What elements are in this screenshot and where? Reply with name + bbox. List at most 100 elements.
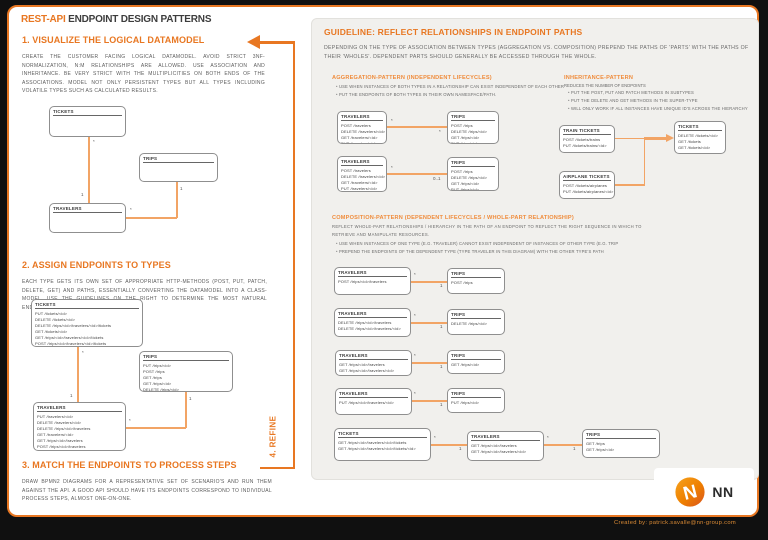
class-box-title: TRAVELERS xyxy=(338,270,407,277)
credit-link[interactable]: Created by: patrick.savalle@nn-group.com xyxy=(614,520,736,526)
multiplicity-label: * xyxy=(434,435,436,440)
class-box-title: TRAVELERS xyxy=(339,391,408,398)
class-box-endpoints: POST /trips xyxy=(451,279,473,285)
multiplicity-label: * xyxy=(414,313,416,318)
class-box-title: TRAVELERS xyxy=(341,159,383,166)
multiplicity-label: * xyxy=(414,353,416,358)
class-box-endpoints: PUT /tickets/<id>DELETE /tickets/<id>DEL… xyxy=(35,310,112,346)
assoc-line xyxy=(412,362,447,364)
step1-heading: 1. VISUALIZE THE LOGICAL DATAMODEL xyxy=(22,35,205,45)
class-box-endpoints: DELETE /trips/<id> xyxy=(451,320,488,326)
class-box-title: TICKETS xyxy=(53,109,122,116)
class-box-endpoints: GET /trips/<id> xyxy=(451,361,480,367)
multiplicity-label: 1 xyxy=(70,393,73,398)
multiplicity-label: * xyxy=(414,272,416,277)
composition-bullets: USE WHEN INSTANCES OF ONE TYPE (E.G. TRA… xyxy=(336,240,618,256)
multiplicity-label: 1 xyxy=(189,396,192,401)
page-title-rest: ENDPOINT DESIGN PATTERNS xyxy=(65,14,212,25)
assoc-line xyxy=(544,444,582,446)
multiplicity-label: 0..1 xyxy=(433,176,441,181)
assoc-line-tickets-travelers xyxy=(88,137,90,203)
class-box-title: TICKETS xyxy=(338,431,427,438)
class-box-travelers: TRAVELERS PUT /trips/<id>/travelers/<id> xyxy=(335,388,412,415)
assoc-line-trips-travelers-v xyxy=(185,392,187,428)
multiplicity-label: * xyxy=(391,165,393,170)
class-box-airplane-tickets: AIRPLANE TICKETS POST /tickets/airplanes… xyxy=(559,171,615,199)
inheritance-line-train xyxy=(615,137,645,139)
assoc-line-tickets-travelers xyxy=(77,347,79,402)
class-box-title: AIRPLANE TICKETS xyxy=(563,174,611,181)
assoc-line xyxy=(387,126,447,128)
multiplicity-label: 1 xyxy=(81,192,84,197)
multiplicity-label: 1 xyxy=(180,186,183,191)
aggregation-bullets: USE WHEN INSTANCES OF BOTH TYPES IN A RE… xyxy=(336,83,564,99)
class-box-endpoints: PUT /trips/<id> xyxy=(451,399,480,405)
guideline-panel: GUIDELINE: REFLECT RELATIONSHIPS IN ENDP… xyxy=(311,18,759,480)
inheritance-heading: INHERITANCE-PATTERN xyxy=(564,75,634,81)
step4-refine-label: 4. REFINE xyxy=(268,415,278,458)
inheritance-arrow-icon xyxy=(666,133,674,142)
multiplicity-label: * xyxy=(82,350,84,355)
class-box-trips: TRIPS DELETE /trips/<id> xyxy=(447,309,505,335)
assoc-line-trips-travelers-v xyxy=(176,182,178,218)
class-box-tickets-endpoints: TICKETS PUT /tickets/<id>DELETE /tickets… xyxy=(31,299,143,347)
inheritance-line-vertical xyxy=(643,137,645,186)
page-title-accent: REST-API xyxy=(21,14,66,25)
inheritance-subtitle: REDUCES THE NUMBER OF ENDPOINTS xyxy=(564,83,646,88)
step3-heading: 3. MATCH THE ENDPOINTS TO PROCESS STEPS xyxy=(22,460,237,470)
class-box-endpoints: POST /trips/<id>/travelers xyxy=(338,278,387,284)
multiplicity-label: 1 xyxy=(573,446,576,451)
assoc-line xyxy=(431,444,467,446)
class-box-title: TRIPS xyxy=(451,160,495,167)
class-box-title: TRIPS xyxy=(451,353,501,360)
class-box-title: TRIPS xyxy=(451,271,501,278)
class-box-trips: TRIPS GET /trips/<id> xyxy=(447,350,505,374)
class-box-travelers: TRAVELERS POST /trips/<id>/travelers xyxy=(334,267,411,295)
class-box-title: TRAVELERS xyxy=(338,311,407,318)
class-box-title: TRAIN TICKETS xyxy=(563,128,611,135)
class-box-title: TRAVELERS xyxy=(471,434,540,441)
class-box-travelers-endpoints: TRAVELERS PUT /travelers/<id>DELETE /tra… xyxy=(33,402,126,451)
class-box-travelers: TRAVELERS xyxy=(49,203,126,233)
inheritance-bullets: PUT THE POST, PUT AND PATCH METHODS IN S… xyxy=(568,89,748,112)
composition-intro: REFLECT WHOLE-PART RELATIONSHIPS / HIERA… xyxy=(332,224,642,237)
class-box-title: TICKETS xyxy=(678,124,722,131)
multiplicity-label: * xyxy=(130,207,132,212)
guideline-intro: DEPENDING ON THE TYPE OF ASSOCIATION BET… xyxy=(324,45,749,60)
flow-line-right xyxy=(292,41,295,469)
guideline-heading: GUIDELINE: REFLECT RELATIONSHIPS IN ENDP… xyxy=(324,27,583,37)
class-box-title: TRAVELERS xyxy=(37,405,122,412)
assoc-line xyxy=(387,173,447,175)
svg-text:N: N xyxy=(681,480,699,504)
step3-body: DRAW BPMN2 DIAGRAMS FOR A REPRESENTATIVE… xyxy=(22,479,272,503)
poster-sheet: REST-API ENDPOINT DESIGN PATTERNS 1. VIS… xyxy=(7,5,759,517)
class-box-endpoints: PUT /trips/<id>/travelers/<id> xyxy=(339,399,394,405)
class-box-tickets-supertype: TICKETS DELETE /tickets/<id>GET /tickets… xyxy=(674,121,726,154)
assoc-line xyxy=(412,400,447,402)
class-box-endpoints: PUT /travelers/<id>DELETE /travelers/<id… xyxy=(37,413,91,449)
flow-line-bottom xyxy=(260,466,295,469)
class-box-title: TRIPS xyxy=(143,156,214,163)
multiplicity-label: 1 xyxy=(440,402,443,407)
step1-body: CREATE THE CUSTOMER FACING LOGICAL DATAM… xyxy=(22,54,265,95)
multiplicity-label: * xyxy=(439,129,441,134)
inheritance-line-to-super xyxy=(644,136,667,140)
composition-heading: COMPOSITION-PATTERN (DEPENDENT LIFECYCLE… xyxy=(332,215,574,221)
